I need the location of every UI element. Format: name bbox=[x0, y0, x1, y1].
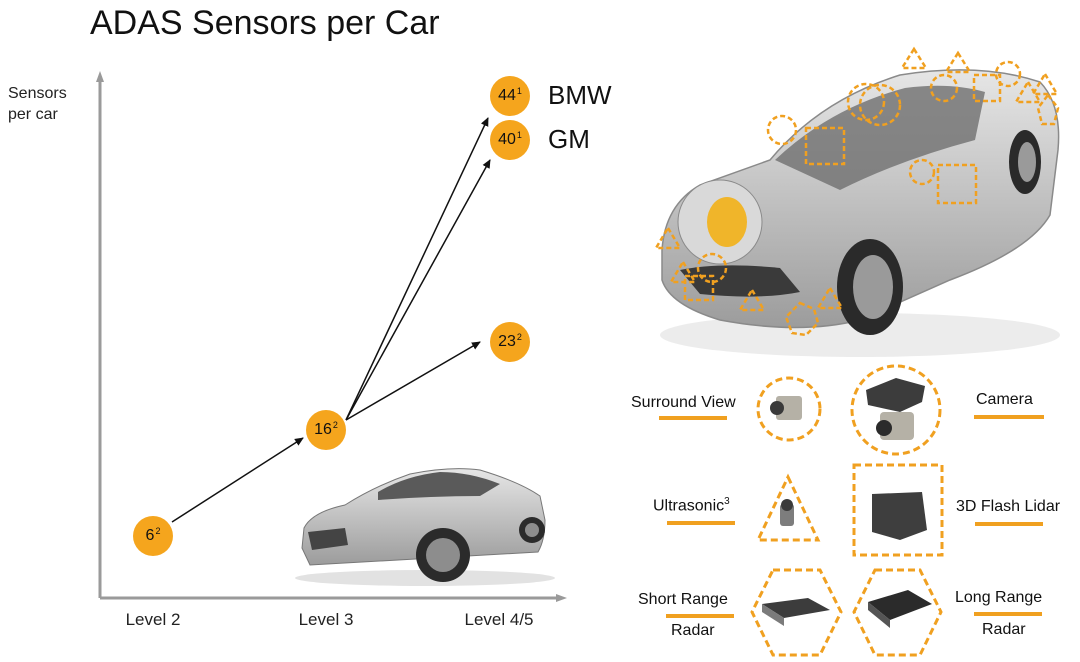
legend-label-short-range-line1: Short Range bbox=[638, 591, 728, 608]
y-axis-label-line2: per car bbox=[8, 106, 58, 123]
brand-label-gm: GM bbox=[548, 124, 590, 154]
legend-label-long-range-line2: Radar bbox=[982, 621, 1026, 638]
sedan-illustration bbox=[295, 468, 555, 586]
legend-underline-short-range bbox=[666, 614, 734, 618]
arrow-l3-to-gm bbox=[345, 159, 491, 421]
legend-label-ultrasonic-text: Ultrasonic bbox=[653, 497, 725, 515]
legend-ultrasonic-icon bbox=[755, 473, 821, 542]
page-title: ADAS Sensors per Car bbox=[90, 4, 440, 42]
legend-surround-view-icon bbox=[756, 376, 822, 442]
y-axis-label: Sensors per car bbox=[8, 83, 67, 125]
legend-label-lidar: 3D Flash Lidar bbox=[956, 498, 1061, 515]
legend-long-range-radar-icon bbox=[852, 568, 943, 657]
x-label-level45: Level 4/5 bbox=[464, 610, 534, 629]
legend-underline-lidar bbox=[975, 522, 1043, 526]
y-axis-label-line1: Sensors bbox=[8, 85, 67, 102]
point-gm-footnote: 1 bbox=[516, 130, 522, 140]
point-level45-low-value: 23 bbox=[498, 333, 516, 350]
adas-car-illustration bbox=[660, 69, 1060, 357]
legend-label-camera: Camera bbox=[976, 391, 1033, 408]
legend-label-short-range-line2: Radar bbox=[671, 622, 715, 639]
brand-label-bmw: BMW bbox=[548, 80, 612, 110]
point-level45-low-footnote: 2 bbox=[516, 332, 522, 342]
point-level3-footnote: 2 bbox=[332, 420, 338, 430]
legend-label-ultrasonic: Ultrasonic3 bbox=[653, 496, 730, 515]
legend-underline-surround-view bbox=[659, 416, 727, 420]
legend-short-range-radar-icon bbox=[750, 568, 843, 657]
point-level3-value: 16 bbox=[314, 421, 332, 438]
legend-label-long-range-line1: Long Range bbox=[955, 589, 1043, 606]
car-sensor-markers bbox=[653, 46, 1060, 337]
point-bmw-value: 44 bbox=[498, 87, 516, 104]
point-bmw-footnote: 1 bbox=[516, 86, 522, 96]
legend-underline-long-range bbox=[974, 612, 1042, 616]
arrow-l2-to-l3 bbox=[171, 437, 304, 523]
point-level2-value: 6 bbox=[145, 527, 155, 544]
x-label-level2: Level 2 bbox=[125, 610, 181, 629]
legend-underline-ultrasonic bbox=[667, 521, 735, 525]
legend-camera-icon bbox=[850, 364, 942, 456]
legend-lidar-icon bbox=[852, 463, 944, 557]
legend-underline-camera bbox=[974, 415, 1044, 419]
legend-label-surround-view: Surround View bbox=[631, 394, 736, 411]
point-level2-footnote: 2 bbox=[155, 526, 161, 536]
point-gm-value: 40 bbox=[498, 131, 516, 148]
arrow-l3-to-bmw bbox=[345, 117, 489, 421]
arrow-l3-to-23 bbox=[345, 341, 481, 421]
legend-label-ultrasonic-footnote: 3 bbox=[724, 496, 730, 507]
x-label-level3: Level 3 bbox=[298, 610, 354, 629]
